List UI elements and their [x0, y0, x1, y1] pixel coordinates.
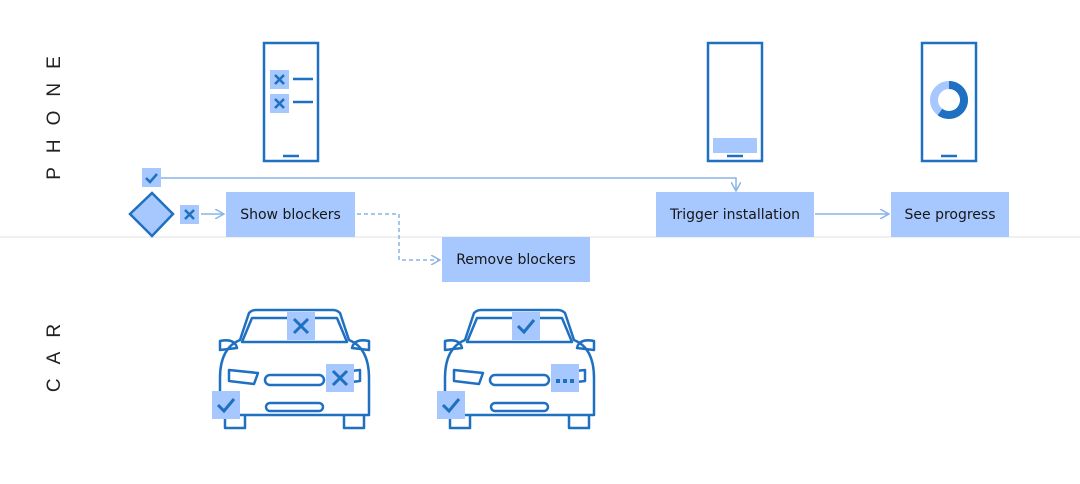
x-mark-icon — [326, 364, 354, 392]
lane-label-car: CAR — [44, 309, 65, 393]
car-icon — [437, 308, 596, 430]
step-see-progress: See progress — [891, 192, 1009, 237]
progress-ring-icon — [930, 81, 968, 119]
phone-icon — [706, 41, 764, 163]
checkmark-icon — [512, 312, 540, 340]
phone-icon — [920, 41, 978, 163]
connector-success — [161, 177, 736, 190]
x-mark-icon — [180, 205, 199, 224]
x-mark-icon — [270, 70, 289, 89]
x-mark-icon — [270, 94, 289, 113]
checkmark-icon — [212, 391, 240, 419]
lane-label-phone: PHONE — [44, 42, 65, 180]
x-mark-icon — [287, 312, 315, 340]
step-remove-blockers: Remove blockers — [442, 237, 590, 282]
checkmark-icon — [437, 391, 465, 419]
connector-remove-blockers — [357, 213, 439, 260]
decision-diamond-icon — [128, 191, 175, 238]
checkmark-icon — [142, 168, 161, 187]
phone-icon — [262, 41, 320, 163]
step-trigger-installation: Trigger installation — [656, 192, 814, 237]
car-icon — [212, 308, 371, 430]
ellipsis-icon — [551, 364, 579, 392]
step-show-blockers: Show blockers — [226, 192, 355, 237]
